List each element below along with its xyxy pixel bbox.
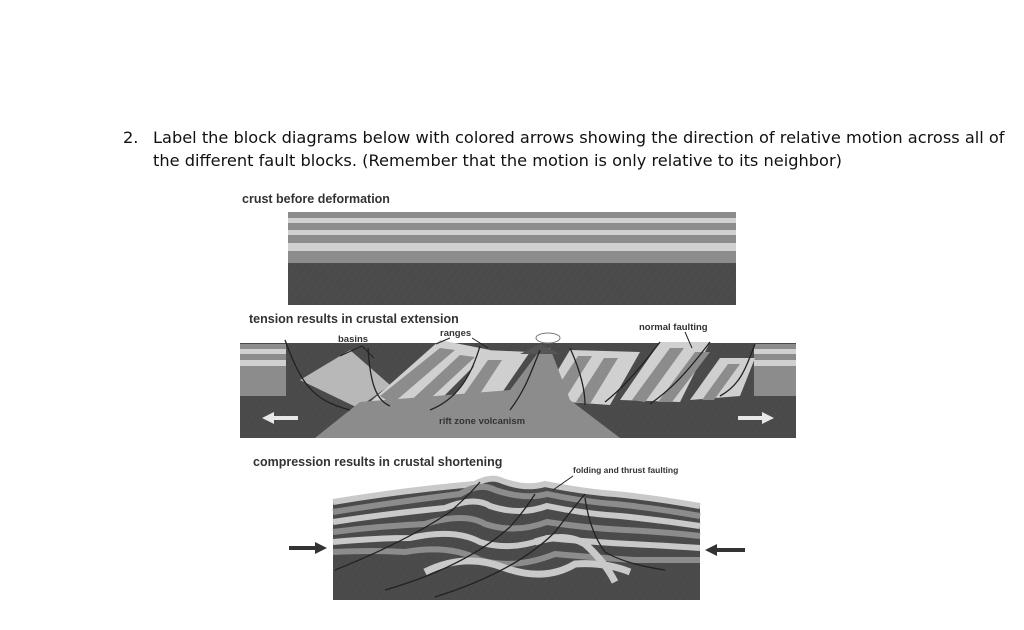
compression-shortening-diagram (289, 475, 745, 600)
ranges-label: ranges (440, 328, 472, 339)
basins-label: basins (338, 334, 369, 345)
rift-zone-volcanism-label: rift zone volcanism (439, 416, 526, 427)
question-number: 2. (123, 128, 139, 147)
tension-extension-diagram (240, 331, 796, 438)
diagram3-title: compression results in crustal shortenin… (253, 455, 503, 469)
question-text: Label the block diagrams below with colo… (153, 128, 1005, 170)
diagram2-title: tension results in crustal extension (249, 312, 459, 326)
crust-before-deformation-diagram (288, 212, 736, 305)
folding-thrust-label: folding and thrust faulting (573, 465, 679, 475)
normal-faulting-label: normal faulting (639, 322, 708, 333)
diagram1-title: crust before deformation (242, 192, 390, 206)
